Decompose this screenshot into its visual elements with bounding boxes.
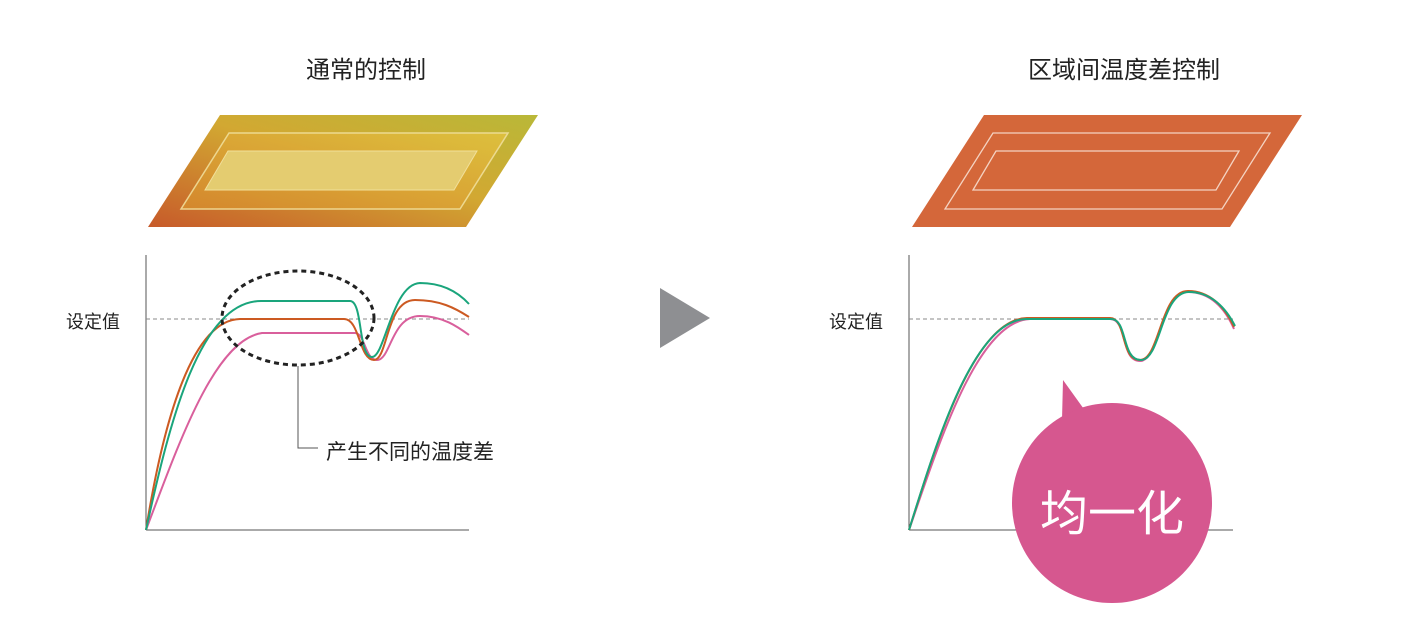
temperature-difference-annotation: 产生不同的温度差 [326, 440, 494, 464]
speech-bubble [1012, 380, 1212, 603]
right-green-curve [908, 290, 1236, 531]
left-orange-curve [145, 298, 470, 531]
difference-highlight-ellipse [220, 269, 376, 367]
uniformity-bubble-text: 均一化 [1039, 486, 1184, 542]
left-panel-title: 通常的控制 [306, 56, 426, 84]
left-chart [145, 255, 470, 531]
right-setpoint-label: 设定值 [829, 312, 883, 333]
transition-arrow [660, 288, 710, 348]
right-chart [908, 255, 1236, 531]
left-pink-curve [145, 314, 470, 531]
left-setpoint-label: 设定值 [66, 312, 120, 333]
right-plate [912, 115, 1302, 227]
left-green-curve [145, 281, 470, 531]
annotation-leader-line [297, 366, 318, 449]
left-plate [148, 115, 538, 227]
right-panel-title: 区域间温度差控制 [1028, 56, 1220, 84]
